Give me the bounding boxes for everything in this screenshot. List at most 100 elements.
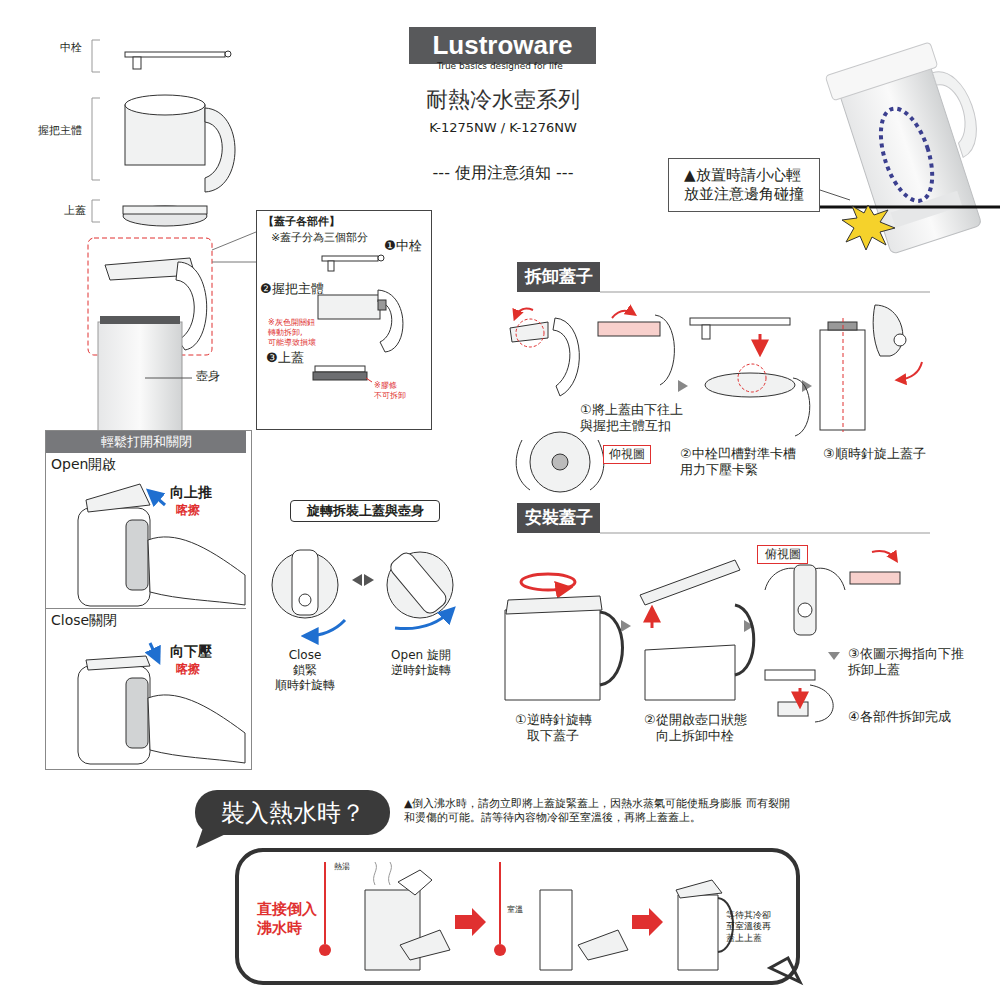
section-box: 旋轉拆裝上蓋與壺身	[290, 500, 440, 522]
pitcher-photo	[825, 36, 1000, 257]
install-steps	[506, 596, 602, 614]
label: ❷握把主體	[260, 281, 324, 297]
remove-steps	[820, 330, 865, 430]
install-steps	[505, 533, 930, 722]
exploded-lid	[125, 52, 225, 57]
lid-detail	[88, 232, 256, 440]
label: 喀擦	[176, 662, 200, 677]
remove-steps	[598, 322, 660, 336]
open-close-sketch	[78, 508, 150, 606]
install-steps	[651, 610, 654, 628]
hot-water-panel: 直接倒入 沸水時等待其冷卻 至室溫後再 蓋上上蓋	[235, 848, 800, 985]
install-steps	[850, 572, 900, 584]
exploded-lid	[92, 40, 235, 226]
hot-water-sketch	[398, 870, 432, 895]
rotate-sketch	[395, 610, 452, 629]
install-steps	[810, 685, 833, 722]
rotate-sketch	[352, 574, 362, 586]
install-steps	[799, 688, 802, 704]
node-text: ▲放置時請小心輕 放並注意邊角碰撞	[684, 166, 804, 204]
hot-water-sketch	[494, 944, 506, 956]
exploded-lid	[123, 206, 207, 214]
install-steps	[872, 551, 896, 560]
remove-steps	[843, 318, 844, 432]
node-text: 仰視圖	[609, 447, 645, 462]
install-steps	[521, 574, 575, 590]
install-steps	[555, 588, 568, 590]
exploded-lid	[133, 57, 141, 69]
label: ②中栓凹槽對準卡槽 用力下壓卡緊	[680, 446, 796, 479]
exploded-lid	[123, 206, 207, 226]
open-close-sketch	[86, 484, 150, 512]
node-text: 拆卸蓋子	[525, 266, 593, 287]
install-steps	[794, 565, 816, 635]
remove-steps	[690, 318, 790, 325]
rotate-sketch	[299, 594, 311, 606]
install-steps	[505, 605, 600, 700]
label: --- 使用注意須知 ---	[390, 163, 616, 183]
label: 握把主體	[38, 124, 82, 138]
open-close-sketch	[148, 695, 245, 763]
hot-water-sketch	[770, 958, 800, 982]
install-steps	[828, 652, 840, 660]
remove-steps	[516, 440, 604, 490]
hot-water-sketch	[678, 895, 718, 970]
label: ③順時針旋上蓋子	[823, 446, 926, 462]
lid-parts	[322, 256, 378, 261]
install-steps	[735, 605, 754, 675]
label: ※灰色開關鈕 轉動拆卸,可能導致損壞	[268, 318, 316, 348]
node-text: 安裝蓋子	[525, 507, 593, 528]
label: 壺身	[196, 369, 220, 384]
node-text: 裝入熱水時？	[221, 798, 365, 828]
label: 上蓋	[64, 204, 86, 218]
lid-detail	[145, 378, 192, 379]
rotate-sketch	[292, 550, 318, 615]
remove-steps	[612, 311, 634, 318]
remove-steps	[873, 305, 903, 356]
rotate-sketch	[364, 574, 374, 586]
node-text: Lustroware	[432, 29, 572, 62]
exploded-lid	[92, 40, 100, 222]
node-text: 【蓋子各部件】	[263, 215, 340, 229]
label: 喀擦	[176, 503, 200, 518]
speech-bubble: 裝入熱水時？	[195, 790, 390, 835]
remove-steps	[894, 334, 906, 346]
rotate-sketch	[388, 550, 450, 617]
hot-water-sketch	[319, 944, 331, 956]
node-text: 等待其冷卻 至室溫後再 蓋上上蓋	[726, 910, 771, 944]
pitcher-photo	[820, 36, 1000, 257]
hot-water-sketch	[455, 908, 486, 936]
label: ③依圖示拇指向下推 拆卸上蓋	[848, 646, 964, 679]
node-text: 輕鬆打開和關閉	[46, 431, 246, 453]
install-steps	[798, 603, 812, 617]
pitcher-photo	[871, 102, 943, 207]
node-text: Close關閉	[51, 612, 117, 630]
label: ①將上蓋由下往上 與握把主體互扣	[580, 402, 683, 435]
lid-detail	[212, 262, 256, 263]
label: True basics designed for life	[437, 61, 563, 72]
label: ②從開啟壺口狀態 向上拆卸中栓	[644, 712, 747, 745]
rotate-sketch	[306, 620, 345, 636]
lid-parts	[378, 255, 384, 261]
label: K-1275NW / K-1276NW	[410, 120, 596, 136]
hot-water-sketch	[578, 930, 628, 960]
remove-steps	[552, 454, 568, 470]
lid-parts	[378, 300, 386, 310]
open-close-panel: 輕鬆打開和關閉Open開啟Close關閉	[45, 430, 252, 770]
pitcher-photo	[891, 191, 963, 228]
brand-box: Lustroware	[409, 27, 596, 64]
hot-water-sketch	[374, 862, 392, 885]
hot-water-sketch	[632, 908, 663, 936]
hot-water-sketch	[540, 890, 572, 970]
remove-steps	[759, 334, 762, 352]
rotate-sketch	[272, 550, 453, 636]
label: 向下壓	[170, 643, 212, 661]
label: Open 旋開 逆時針旋轉	[391, 648, 451, 678]
label: ④各部件拆卸完成	[848, 709, 951, 725]
install-steps	[765, 670, 815, 680]
exploded-lid	[125, 95, 205, 115]
remove-steps	[553, 318, 579, 396]
remove-steps	[705, 373, 795, 397]
lid-parts	[315, 366, 365, 372]
pitcher-photo	[932, 64, 986, 158]
